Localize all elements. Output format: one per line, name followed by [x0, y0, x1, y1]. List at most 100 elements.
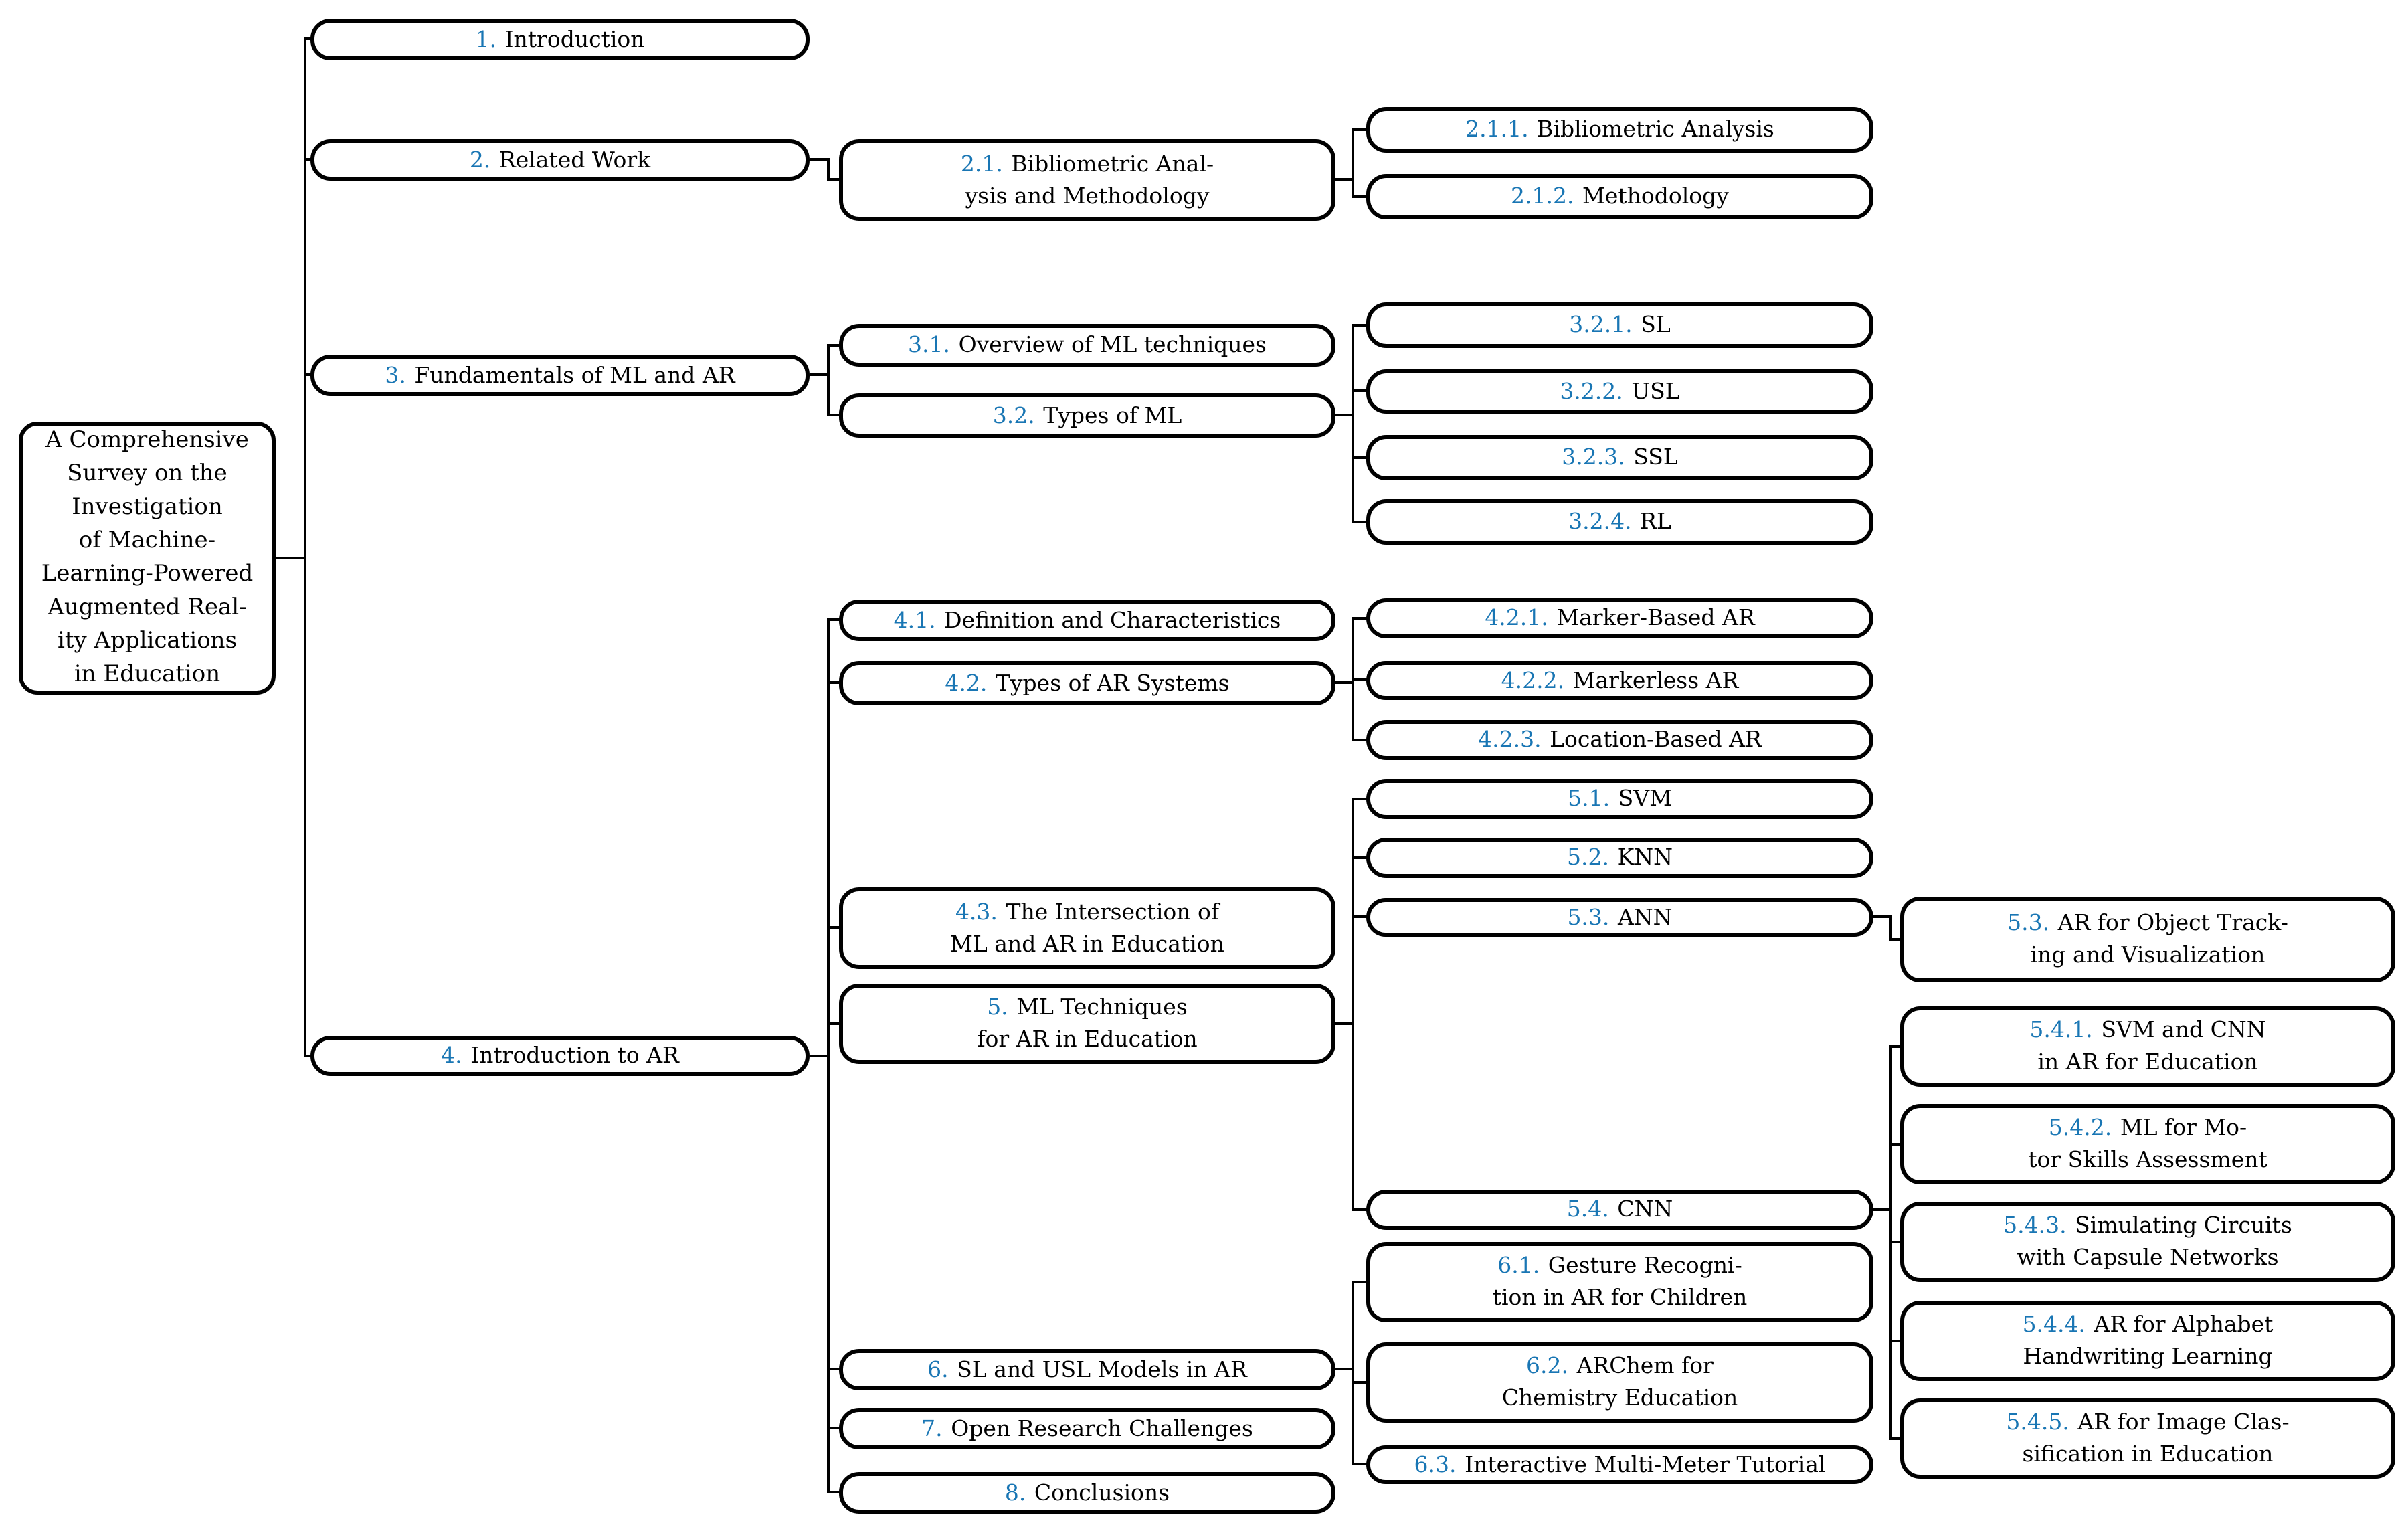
edge-line	[1889, 1143, 1903, 1146]
node-5-1: 5.1.SVM	[1366, 779, 1873, 819]
edge-line	[304, 37, 313, 41]
section-title: Related Work	[498, 147, 651, 172]
node-4-2-1: 4.2.1.Marker-Based AR	[1366, 598, 1873, 638]
section-title: ing and Visualization	[2030, 942, 2265, 968]
root-line: Investigation	[72, 494, 223, 521]
edge-line	[1352, 324, 1369, 327]
section-title: SL	[1641, 312, 1671, 337]
edge-line	[1352, 915, 1369, 919]
section-number: 4.2.3.	[1478, 727, 1542, 752]
section-number: 5.4.1.	[2029, 1017, 2093, 1043]
root-line: of Machine-	[78, 527, 216, 554]
node-4-1: 4.1.Definition and Characteristics	[839, 600, 1335, 641]
section-number: 6.	[927, 1356, 949, 1382]
node-4-3: 4.3.The Intersection of ML and AR in Edu…	[839, 887, 1335, 969]
section-number: 1.	[475, 26, 496, 52]
node-6-3: 6.3.Interactive Multi-Meter Tutorial	[1366, 1445, 1873, 1484]
edge-line	[1352, 739, 1369, 742]
edge-line	[1352, 128, 1355, 198]
section-title: KNN	[1617, 844, 1673, 870]
section-number: 4.1.	[893, 607, 936, 632]
section-title: ML and AR in Education	[950, 931, 1224, 956]
section-title: ML Techniques	[1016, 994, 1188, 1020]
section-title: Simulating Circuits	[2075, 1212, 2292, 1238]
node-7: 7.Open Research Challenges	[839, 1408, 1335, 1449]
edge-line	[1335, 414, 1354, 417]
edge-line	[1889, 915, 1893, 941]
edge-line	[827, 344, 830, 416]
section-number: 5.1.	[1568, 786, 1610, 811]
node-3-2-2: 3.2.2. USL	[1366, 369, 1873, 414]
edge-line	[810, 158, 830, 161]
node-6: 6.SL and USL Models in AR	[839, 1349, 1335, 1390]
section-number: 5.2.	[1567, 844, 1610, 870]
edge-line	[1889, 1340, 1903, 1343]
section-number: 3.	[385, 362, 406, 387]
edge-line	[1335, 681, 1354, 685]
section-number: 4.2.1.	[1485, 605, 1548, 630]
edge-line	[1352, 324, 1355, 523]
edge-line	[1352, 1281, 1369, 1284]
root-line: Augmented Real-	[48, 594, 247, 621]
node-5-4: 5.4.CNN	[1366, 1190, 1873, 1230]
node-2-1: 2.1.Bibliometric Anal- ysis and Methodol…	[839, 139, 1335, 221]
section-title: tor Skills Assessment	[2028, 1147, 2267, 1172]
node-1: 1.Introduction	[310, 19, 810, 60]
node-2-1-2: 2.1.2.Methodology	[1366, 174, 1873, 219]
section-number: 2.1.2.	[1511, 183, 1574, 209]
node-5: 5.ML Techniques for AR in Education	[839, 984, 1335, 1064]
node-3-2-1: 3.2.1.SL	[1366, 302, 1873, 348]
section-title: Bibliometric Analysis	[1537, 116, 1774, 142]
edge-line	[304, 158, 313, 161]
edge-line	[1873, 1208, 1892, 1212]
section-title: Bibliometric Anal-	[1011, 151, 1214, 176]
edge-line	[827, 618, 842, 622]
edge-line	[1352, 1381, 1369, 1384]
section-title: in AR for Education	[2037, 1049, 2258, 1075]
node-4-2-3: 4.2.3.Location-Based AR	[1366, 720, 1873, 760]
section-number: 4.	[441, 1043, 462, 1068]
edge-line	[1873, 915, 1892, 919]
edge-line	[1352, 1281, 1355, 1465]
node-8: 8.Conclusions	[839, 1472, 1335, 1514]
edge-line	[1352, 678, 1369, 682]
section-number: 3.1.	[908, 332, 951, 357]
section-number: 6.1.	[1497, 1253, 1540, 1278]
node-6-2: 6.2.ARChem for Chemistry Education	[1366, 1342, 1873, 1423]
section-number: 5.4.2.	[2048, 1115, 2112, 1140]
node-5-3: 5.3.ANN	[1366, 898, 1873, 937]
section-title: Fundamentals of ML and AR	[414, 362, 735, 387]
section-number: 5.4.3.	[2003, 1212, 2067, 1238]
edge-line	[827, 926, 842, 929]
edge-line	[810, 1055, 830, 1058]
edge-line	[1352, 798, 1355, 1211]
node-4-2: 4.2.Types of AR Systems	[839, 661, 1335, 705]
section-title: Types of ML	[1043, 402, 1182, 428]
edge-line	[827, 618, 830, 1493]
edge-line	[827, 414, 842, 417]
section-title: SSL	[1633, 444, 1678, 470]
edge-line	[1352, 617, 1369, 620]
node-3-2-3: 3.2.3.SSL	[1366, 435, 1873, 480]
edge-line	[304, 1055, 313, 1058]
section-title: AR for Object Track-	[2057, 910, 2288, 935]
section-number: 4.3.	[955, 899, 998, 924]
section-number: 3.2.2.	[1560, 378, 1623, 403]
section-title: Conclusions	[1034, 1479, 1170, 1505]
section-title: USL	[1631, 378, 1680, 403]
section-number: 3.2.4.	[1568, 509, 1632, 534]
node-5-2: 5.2. KNN	[1366, 838, 1873, 878]
edge-line	[276, 557, 306, 560]
section-number: 3.2.	[992, 402, 1035, 428]
section-number: 5.4.	[1566, 1196, 1609, 1222]
section-number: 7.	[921, 1415, 943, 1441]
section-number: 2.	[469, 147, 491, 172]
section-title: Interactive Multi-Meter Tutorial	[1465, 1451, 1826, 1477]
edge-line	[827, 344, 842, 347]
edge-line	[304, 37, 307, 1057]
node-4-2-2: 4.2.2.Markerless AR	[1366, 661, 1873, 700]
section-number: 5.3.	[2007, 910, 2050, 935]
node-4: 4.Introduction to AR	[310, 1036, 810, 1076]
root-line: Learning-Powered	[41, 561, 254, 587]
node-5-4-1: 5.4.1.SVM and CNN in AR for Education	[1900, 1006, 2395, 1087]
